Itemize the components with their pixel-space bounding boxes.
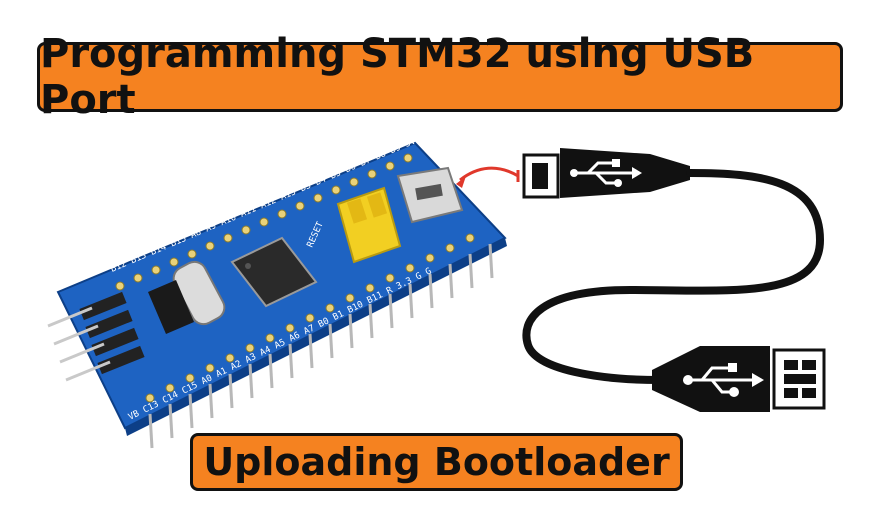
voltage-regulator	[148, 280, 194, 334]
subtitle: Uploading Bootloader	[203, 440, 670, 484]
stm32-board: B12 B13 B14 B15 A8 A9 A10 A11 A12 A15 B3…	[47, 124, 507, 449]
micro-usb-port	[396, 166, 464, 224]
bottom-pin-holes	[145, 233, 475, 403]
boot-jumpers	[336, 186, 402, 264]
mcu-chip	[230, 236, 318, 308]
subtitle-banner: Uploading Bootloader	[190, 433, 683, 491]
usb-cable	[522, 148, 826, 412]
title-banner: Programming STM32 using USB Port	[37, 31, 843, 123]
top-pin-holes	[115, 153, 413, 291]
bottom-pin-header	[148, 243, 494, 449]
usb-symbol-icon-bottom	[688, 366, 752, 394]
usb-symbol-icon	[574, 161, 632, 185]
page-title: Programming STM32 using USB Port	[40, 31, 755, 123]
arrow-icon	[456, 166, 520, 188]
swd-pins	[47, 291, 145, 382]
